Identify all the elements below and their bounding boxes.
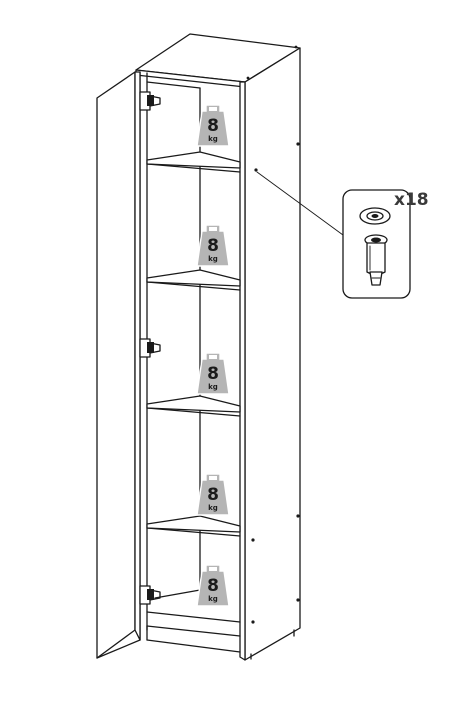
weight-unit: kg xyxy=(208,383,218,391)
weight-unit: kg xyxy=(208,595,218,603)
door-edge xyxy=(134,71,141,641)
pin-hole xyxy=(294,45,298,49)
back-top-line xyxy=(146,81,201,89)
hinge-icon xyxy=(139,338,161,358)
weight-value: 8 xyxy=(207,236,219,256)
pin-hole xyxy=(246,76,250,80)
door-panel xyxy=(96,71,136,659)
pin-hole xyxy=(296,598,300,602)
shelf xyxy=(146,269,241,291)
weight-limit-icon: 8kg xyxy=(196,352,230,395)
weight-limit-icon: 8kg xyxy=(196,564,230,607)
plinth-front xyxy=(146,625,241,637)
hinge-icon xyxy=(139,91,161,111)
door-bottom-edge xyxy=(96,639,141,659)
cabinet-door xyxy=(96,71,141,659)
weight-value: 8 xyxy=(207,116,219,136)
right-panel-front-edge xyxy=(239,81,246,661)
pin-hole xyxy=(296,514,300,518)
callout-leader-line xyxy=(256,171,344,236)
hinges xyxy=(139,91,161,605)
pin-holes xyxy=(246,45,300,624)
weight-unit: kg xyxy=(208,504,218,512)
weight-limit-icon: 8kg xyxy=(196,224,230,267)
bottom-shelf-front xyxy=(146,611,241,623)
plinth-bottom xyxy=(146,639,241,653)
quantity-label: x18 xyxy=(394,190,429,210)
right-side-panel xyxy=(244,47,301,661)
weight-unit: kg xyxy=(208,135,218,143)
weight-unit: kg xyxy=(208,255,218,263)
weight-value: 8 xyxy=(207,576,219,596)
pin-hole xyxy=(251,538,255,542)
pin-hole xyxy=(254,168,258,172)
pin-hole xyxy=(296,142,300,146)
weight-limit-icon: 8kg xyxy=(196,473,230,516)
shelf xyxy=(146,395,241,417)
bottom-shelf-back xyxy=(154,589,201,599)
callout: x18 xyxy=(256,171,429,299)
weight-value: 8 xyxy=(207,364,219,384)
shelf xyxy=(146,151,241,173)
hinge-icon xyxy=(139,585,161,605)
weight-limit-icon: 8kg xyxy=(196,104,230,147)
pin-hole xyxy=(251,620,255,624)
shelf-support-pin-icon xyxy=(359,207,391,286)
shelf xyxy=(146,515,241,537)
weight-value: 8 xyxy=(207,485,219,505)
